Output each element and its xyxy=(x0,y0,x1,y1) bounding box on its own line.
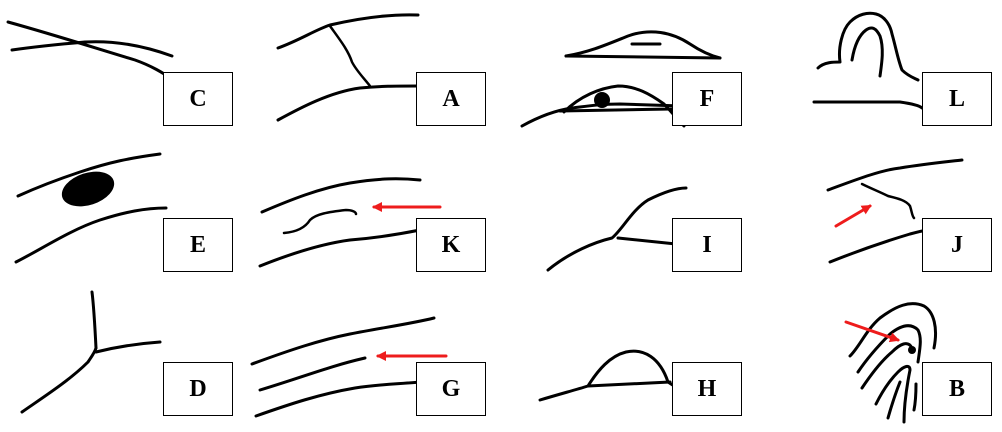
panel-label-text: D xyxy=(189,375,207,402)
sketch-panel-h xyxy=(538,349,688,402)
sketch-panel-b xyxy=(844,302,938,424)
sketch-panel-f xyxy=(520,30,722,128)
sketch-panel-a xyxy=(276,13,420,122)
sketch-panel-c xyxy=(6,20,174,81)
panel-label-b: B xyxy=(922,362,992,416)
panel-label-a: A xyxy=(416,72,486,126)
panel-label-c: C xyxy=(163,72,233,126)
arrow-b xyxy=(844,320,900,343)
panel-label-text: C xyxy=(189,85,207,112)
panel-label-text: A xyxy=(442,85,460,112)
sketch-panel-l xyxy=(812,11,924,110)
panel-label-h: H xyxy=(672,362,742,416)
panel-label-g: G xyxy=(416,362,486,416)
sketch-panel-g xyxy=(250,316,448,418)
panel-label-d: D xyxy=(163,362,233,416)
arrow-j xyxy=(834,204,872,228)
panel-label-text: J xyxy=(951,231,963,258)
sketch-panel-k xyxy=(258,177,442,268)
panel-label-i: I xyxy=(672,218,742,272)
panel-label-text: L xyxy=(948,85,965,112)
panel-label-text: G xyxy=(441,375,461,402)
panel-label-text: E xyxy=(189,231,206,258)
panel-label-j: J xyxy=(922,218,992,272)
panel-label-text: K xyxy=(441,231,461,258)
panel-label-f: F xyxy=(672,72,742,126)
panel-label-k: K xyxy=(416,218,486,272)
panel-label-text: F xyxy=(699,85,715,112)
panel-label-text: I xyxy=(702,231,712,258)
panel-label-text: B xyxy=(948,375,965,402)
sketch-panel-e xyxy=(14,152,168,264)
panel-label-text: H xyxy=(697,375,717,402)
panel-label-l: L xyxy=(922,72,992,126)
sketch-panel-i xyxy=(546,186,688,272)
panel-label-e: E xyxy=(163,218,233,272)
sketch-panel-d xyxy=(20,290,162,414)
